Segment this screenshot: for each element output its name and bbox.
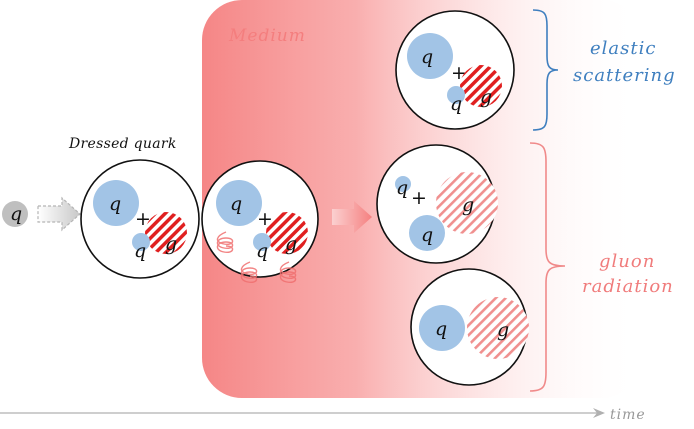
elastic-label-line2: scattering bbox=[573, 65, 676, 86]
dressed-quark-label: Dressed quark bbox=[68, 136, 177, 152]
medium-label: Medium bbox=[228, 26, 306, 46]
svg-text:q: q bbox=[134, 240, 146, 262]
dressed-quark-1: q + q g bbox=[80, 159, 200, 279]
svg-text:g: g bbox=[165, 233, 177, 255]
time-axis-arrowhead bbox=[593, 408, 605, 418]
gluon-blob bbox=[145, 212, 187, 254]
time-label: time bbox=[610, 407, 646, 423]
quark-blob bbox=[93, 180, 139, 226]
gluon-radiation-brace bbox=[529, 142, 566, 392]
gluon-label-line2: radiation bbox=[582, 276, 674, 297]
dressed-quark-2: q + q g bbox=[201, 160, 319, 278]
incoming-arrow bbox=[37, 196, 81, 232]
svg-text:g: g bbox=[285, 233, 297, 255]
svg-text:g: g bbox=[462, 194, 474, 216]
elastic-label-line1: elastic bbox=[590, 38, 656, 59]
small-quark-blob bbox=[132, 233, 150, 251]
svg-text:q: q bbox=[421, 46, 433, 68]
svg-text:q: q bbox=[450, 93, 462, 115]
svg-text:q: q bbox=[396, 177, 408, 199]
svg-text:g: g bbox=[497, 319, 509, 341]
elastic-scattering-circle: q + q g bbox=[395, 10, 515, 130]
medium-arrow bbox=[332, 201, 372, 233]
elastic-brace bbox=[532, 9, 559, 131]
gluon-label-line1: gluon bbox=[599, 251, 655, 272]
svg-text:q: q bbox=[421, 224, 433, 246]
svg-text:q: q bbox=[109, 193, 121, 215]
svg-text:g: g bbox=[480, 86, 492, 108]
incoming-quark bbox=[2, 201, 28, 227]
svg-text:+: + bbox=[411, 187, 427, 209]
svg-text:q: q bbox=[256, 240, 268, 262]
svg-text:q: q bbox=[435, 318, 447, 340]
svg-text:q: q bbox=[230, 193, 242, 215]
gluon-radiation-circle-1: q + q g bbox=[376, 144, 498, 264]
medium-gluon-coils bbox=[216, 231, 297, 284]
gluon-radiation-circle-2: q g bbox=[410, 268, 529, 386]
incoming-quark-label: q bbox=[10, 203, 22, 225]
